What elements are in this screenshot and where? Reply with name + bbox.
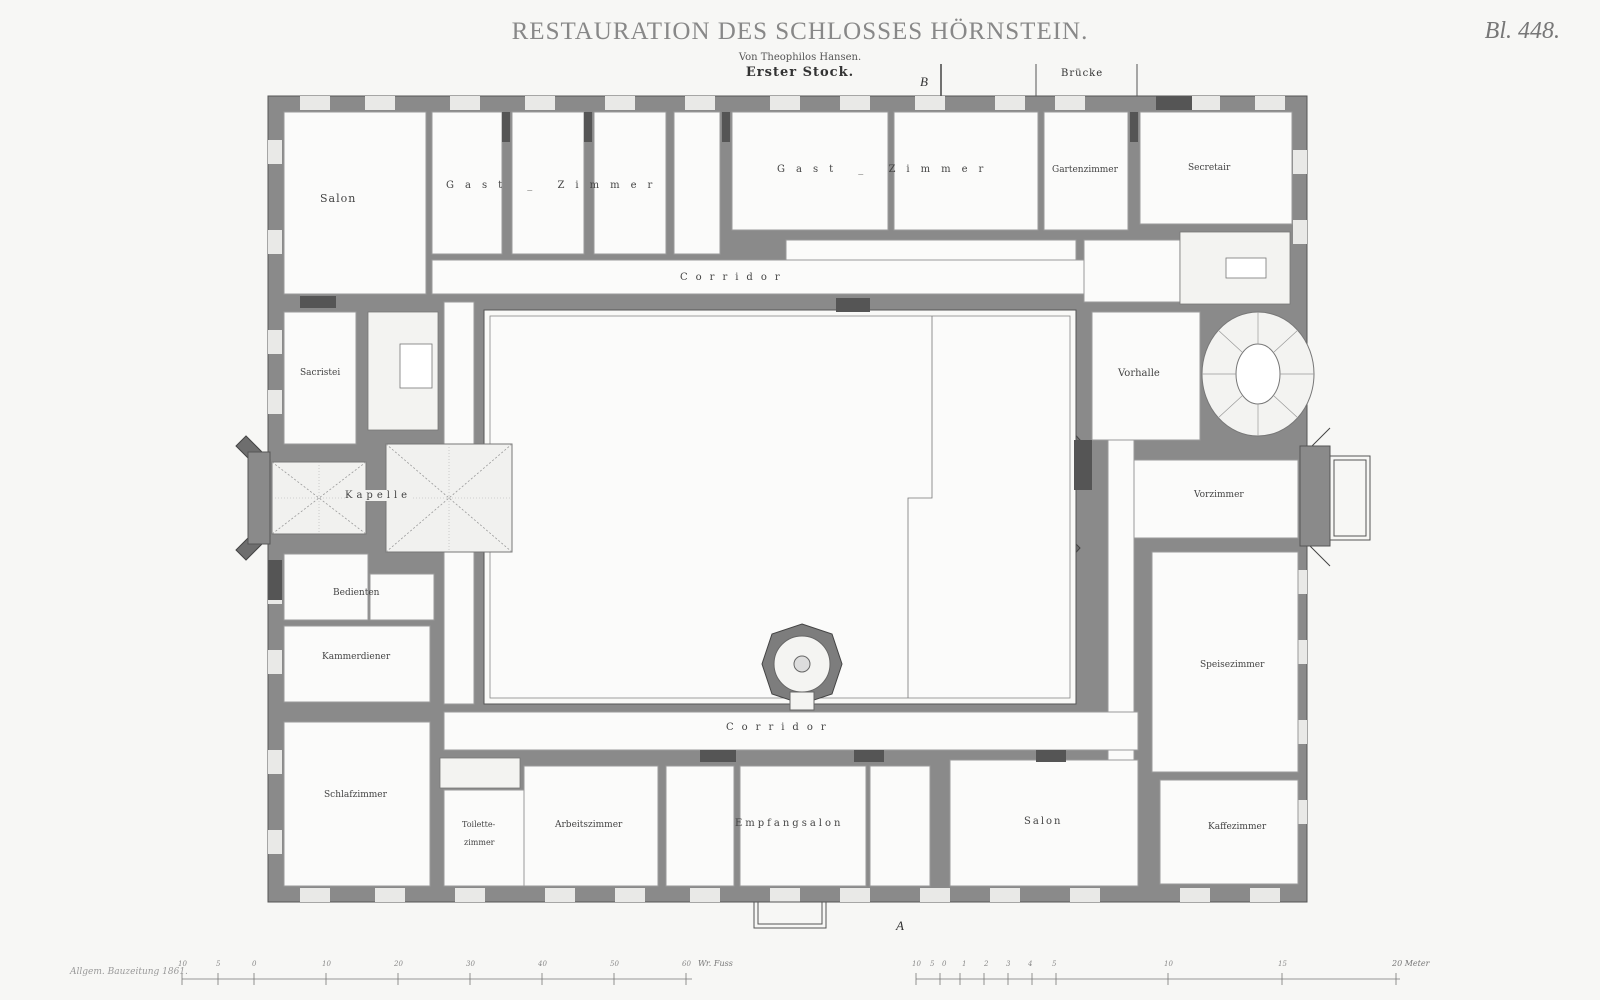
meter-tick-label: 0 — [942, 960, 947, 968]
east-balcony — [1329, 455, 1371, 541]
north-windows — [300, 96, 1285, 110]
south-wing-rooms — [523, 759, 1139, 887]
feet-scale-label: Wr. Fuss — [698, 959, 733, 968]
section-marker-a: A — [896, 918, 904, 933]
west-windows — [268, 140, 282, 854]
meter-scale — [915, 973, 1400, 985]
north-corridor-alcove — [785, 239, 1077, 261]
feet-tick-label: 40 — [538, 960, 547, 968]
west-wing-rooms — [283, 311, 525, 887]
feet-tick-label: 20 — [394, 960, 403, 968]
east-spiral-stair — [1201, 311, 1315, 437]
plate-number: Bl. 448. — [1484, 18, 1560, 44]
meter-tick-label: 10 — [1164, 960, 1173, 968]
vorzimmer-east-bay — [1299, 445, 1331, 547]
section-marker-b: B — [920, 74, 928, 89]
feet-tick-label: 5 — [216, 960, 221, 968]
feet-scale — [181, 973, 692, 985]
publication-credit: Allgem. Bauzeitung 1861. — [70, 967, 188, 977]
courtyard-division-line — [907, 316, 933, 698]
chapel — [271, 443, 513, 553]
feet-tick-label: 60 — [682, 960, 691, 968]
feet-tick-label: 50 — [610, 960, 619, 968]
meter-tick-label: 10 — [912, 960, 921, 968]
south-corridor-floor — [443, 711, 1139, 751]
bridge-label: Brücke — [1061, 68, 1104, 79]
meter-tick-label: 4 — [1028, 960, 1033, 968]
north-wing-rooms — [283, 111, 1293, 295]
feet-tick-label: 10 — [178, 960, 187, 968]
meter-tick-label: 3 — [1006, 960, 1011, 968]
west-stair — [367, 311, 439, 431]
meter-tick-label: 5 — [930, 960, 935, 968]
north-east-stair — [1179, 231, 1291, 305]
sheet-title: RESTAURATION DES SCHLOSSES HÖRNSTEIN. — [511, 18, 1089, 45]
meter-tick-label: 1 — [962, 960, 967, 968]
south-balcony — [753, 901, 827, 929]
meter-tick-label: 15 — [1278, 960, 1287, 968]
north-east-vestibule — [1083, 239, 1181, 303]
feet-tick-label: 0 — [252, 960, 257, 968]
east-corridor — [1107, 439, 1135, 761]
meter-tick-label: 2 — [984, 960, 989, 968]
south-windows — [300, 888, 1280, 902]
feet-tick-label: 10 — [322, 960, 331, 968]
feet-tick-label: 30 — [466, 960, 475, 968]
toilet-niche — [439, 757, 521, 789]
dark-wall-accents — [268, 96, 1192, 762]
meter-scale-label: 20 Meter — [1392, 959, 1430, 968]
courtyard-stair-tower — [761, 623, 843, 711]
meter-tick-label: 5 — [1052, 960, 1057, 968]
chapel-west-bay — [247, 451, 271, 545]
east-wing-rooms — [1091, 311, 1299, 885]
sheet-author: Von Theophilos Hansen. — [738, 52, 862, 63]
floor-label: Erster Stock. — [745, 65, 855, 80]
